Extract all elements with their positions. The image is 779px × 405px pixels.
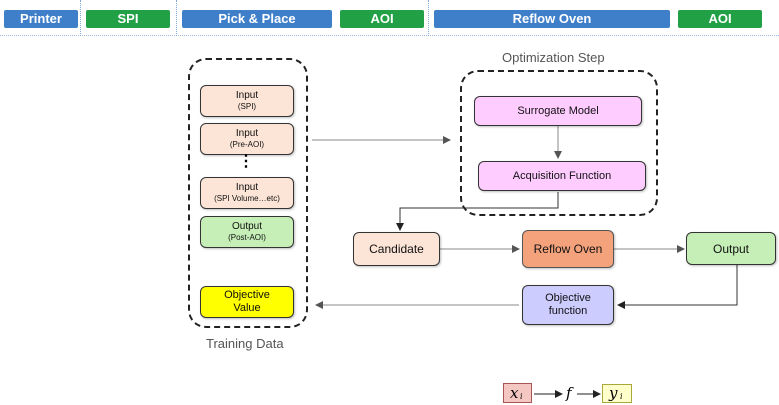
process-step-printer: Printer bbox=[4, 10, 78, 28]
training-data-group bbox=[188, 58, 308, 328]
process-step-spi: SPI bbox=[86, 10, 170, 28]
process-step-aoi-2: AOI bbox=[678, 10, 762, 28]
input-spi-volume-title: Input bbox=[235, 182, 259, 193]
formula-y-symbol: y bbox=[609, 384, 618, 402]
acquisition-function-box: Acquisition Function bbox=[478, 161, 646, 191]
surrogate-model-box: Surrogate Model bbox=[474, 96, 642, 126]
process-step-reflow-oven: Reflow Oven bbox=[434, 10, 670, 28]
reflow-oven-box: Reflow Oven bbox=[522, 230, 614, 268]
objective-function-box: Objective function bbox=[522, 285, 614, 325]
acquisition-function-label: Acquisition Function bbox=[512, 170, 612, 182]
input-pre-aoi-sub: (Pre-AOI) bbox=[229, 140, 265, 149]
training-data-label: Training Data bbox=[206, 336, 284, 351]
formula-x-subscript: i bbox=[520, 392, 523, 401]
output-label: Output bbox=[712, 241, 750, 256]
process-separator bbox=[176, 0, 177, 36]
process-step-aoi-1: AOI bbox=[340, 10, 424, 28]
formula-x-box: x i bbox=[503, 383, 532, 403]
formula-x-symbol: x bbox=[510, 384, 519, 402]
input-spi-sub: (SPI) bbox=[237, 102, 257, 111]
optimization-step-label: Optimization Step bbox=[502, 50, 605, 65]
output-box: Output bbox=[686, 232, 776, 265]
arrow-output-to-objective bbox=[617, 265, 738, 309]
output-post-aoi-box: Output (Post-AOI) bbox=[200, 216, 294, 248]
process-separator bbox=[80, 0, 81, 36]
input-spi-volume-sub: (SPI Volume…etc) bbox=[214, 194, 280, 203]
candidate-box: Candidate bbox=[353, 232, 440, 266]
arrow-acquisition-to-candidate bbox=[396, 192, 559, 231]
objective-value-box: Objective Value bbox=[200, 286, 294, 318]
input-pre-aoi-title: Input bbox=[235, 128, 259, 139]
optimization-step-group bbox=[460, 70, 658, 216]
surrogate-model-label: Surrogate Model bbox=[517, 105, 599, 117]
process-bar-border bbox=[0, 0, 779, 36]
candidate-label: Candidate bbox=[369, 242, 424, 256]
process-step-pick-and-place: Pick & Place bbox=[182, 10, 332, 28]
formula-f-symbol: f bbox=[566, 384, 572, 402]
formula-y-subscript: i bbox=[620, 392, 623, 401]
input-pre-aoi-box: Input (Pre-AOI) bbox=[200, 123, 294, 155]
formula-y-box: y i bbox=[602, 384, 632, 403]
ellipsis-icon: ⋮ bbox=[238, 153, 254, 170]
input-spi-box: Input (SPI) bbox=[200, 85, 294, 117]
objective-value-label: Objective Value bbox=[224, 289, 270, 314]
process-separator bbox=[428, 0, 429, 36]
input-spi-title: Input bbox=[235, 90, 259, 101]
output-post-aoi-sub: (Post-AOI) bbox=[228, 233, 266, 242]
output-post-aoi-title: Output bbox=[231, 221, 263, 232]
input-spi-volume-box: Input (SPI Volume…etc) bbox=[200, 177, 294, 209]
process-bar: Printer SPI Pick & Place AOI Reflow Oven… bbox=[0, 0, 779, 36]
objective-function-label: Objective function bbox=[545, 292, 591, 317]
reflow-oven-label: Reflow Oven bbox=[533, 242, 603, 256]
